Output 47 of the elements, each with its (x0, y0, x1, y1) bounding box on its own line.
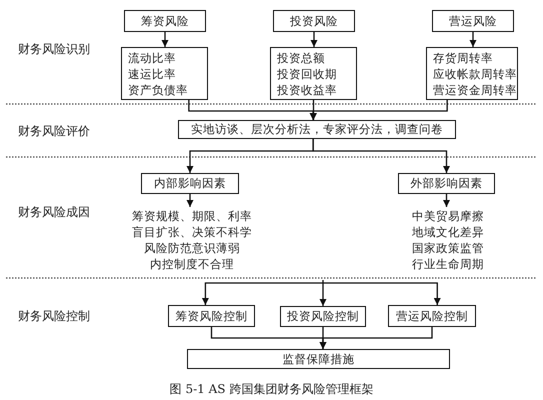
measure-box: 监督保障措施 (187, 349, 450, 369)
list-item: 盲目扩张、决策不科学 (132, 224, 252, 240)
list-item: 国家政策监管 (412, 240, 484, 256)
arrow (320, 280, 326, 306)
arrow (162, 32, 168, 47)
arrow (310, 100, 448, 120)
list-item: 流动比率 (128, 50, 176, 66)
list-item: 行业生命周期 (412, 256, 484, 272)
arrow (310, 100, 317, 120)
risk-box: 投资风险 (273, 10, 355, 32)
arrow (470, 32, 476, 47)
control-box: 筹资风险控制 (168, 305, 255, 327)
indicator-box (270, 47, 357, 100)
risk-box: 营运风险 (432, 10, 514, 32)
stage-label: 财务风险成因 (18, 204, 90, 221)
arrow (202, 282, 324, 305)
list-item: 存货周转率 (433, 50, 493, 66)
list-item: 地域文化差异 (412, 224, 484, 240)
list-item: 投资回收期 (277, 66, 337, 82)
stage-label: 财务风险控制 (18, 308, 90, 325)
arrow (310, 32, 318, 47)
indicator-box (426, 47, 518, 100)
risk-box: 筹资风险 (124, 10, 206, 32)
method-box: 实地访谈、层次分析法，专家评分法，调查问卷 (178, 120, 456, 139)
factor-box: 内部影响因素 (141, 173, 239, 194)
arrow (312, 139, 450, 173)
list-item: 资产负债率 (128, 82, 188, 98)
arrow (319, 327, 433, 349)
list-item: 筹资规模、期限、利率 (132, 208, 252, 224)
list-item: 营运资金周转率 (433, 82, 517, 98)
list-item: 投资总额 (277, 50, 325, 66)
arrow (186, 194, 194, 207)
stage-label: 财务风险识别 (18, 41, 90, 58)
control-box: 投资风险控制 (280, 306, 366, 327)
list-item: 中美贸易摩擦 (412, 208, 484, 224)
list-item: 风险防范意识薄弱 (144, 240, 240, 256)
stage-label: 财务风险评价 (18, 123, 90, 140)
list-item: 应收帐款周转率 (433, 66, 517, 82)
figure-caption: 图 5-1 AS 跨国集团财务风险管理框架 (168, 381, 374, 398)
arrow (322, 282, 441, 305)
factor-box: 外部影响因素 (398, 173, 495, 194)
arrow (443, 194, 450, 207)
list-item: 速运比率 (128, 66, 176, 82)
indicator-box (121, 47, 208, 100)
list-item: 投资收益率 (277, 82, 337, 98)
control-box: 营运风险控制 (388, 305, 476, 327)
list-item: 内控制度不合理 (150, 256, 234, 272)
